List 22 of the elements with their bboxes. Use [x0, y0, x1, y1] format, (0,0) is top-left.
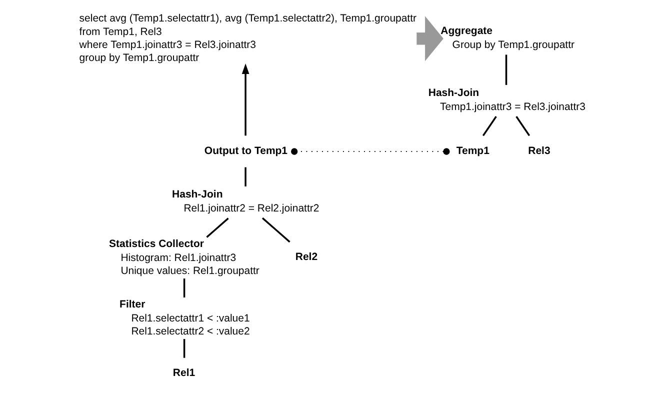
connector [515, 116, 530, 136]
connector [182, 278, 185, 298]
connector [206, 218, 228, 238]
node-text: Rel3 [528, 146, 550, 157]
connector [182, 338, 185, 358]
connector [482, 116, 496, 136]
node-text: Statistics Collector Histogram: Rel1.joinattr3 Unique values: Rel1.groupattr [108, 238, 259, 278]
node-text: select avg (Temp1.selectattr1), avg (Temp1.selectattr2), Temp1.groupattr from Temp1, Rel3 where Temp1.joinattr3 = Rel3.joinattr3 group by Temp1.groupattr [78, 14, 416, 64]
node-text: Rel2 [294, 252, 318, 264]
connector [261, 217, 290, 243]
node-text: Aggregate Group by Temp1.groupattr [440, 26, 574, 51]
connector [244, 167, 246, 186]
node-text: Hash-Join Temp1.joinattr3 = Rel3.joinattr3 [428, 88, 585, 114]
arrow [241, 64, 249, 136]
connector [290, 148, 450, 155]
node-text: Hash-Join Rel1.joinattr2 = Rel2.joinattr2 [172, 190, 319, 215]
connector [504, 54, 507, 85]
node-text: Rel1 [172, 368, 195, 380]
node-text: Filter Rel1.selectattr1 < :value1 Rel1.selectattr2 < :value2 [119, 299, 250, 338]
node-text: Output to Temp1 [204, 146, 288, 157]
arrow [416, 16, 443, 62]
node-text: Temp1 [456, 146, 489, 157]
